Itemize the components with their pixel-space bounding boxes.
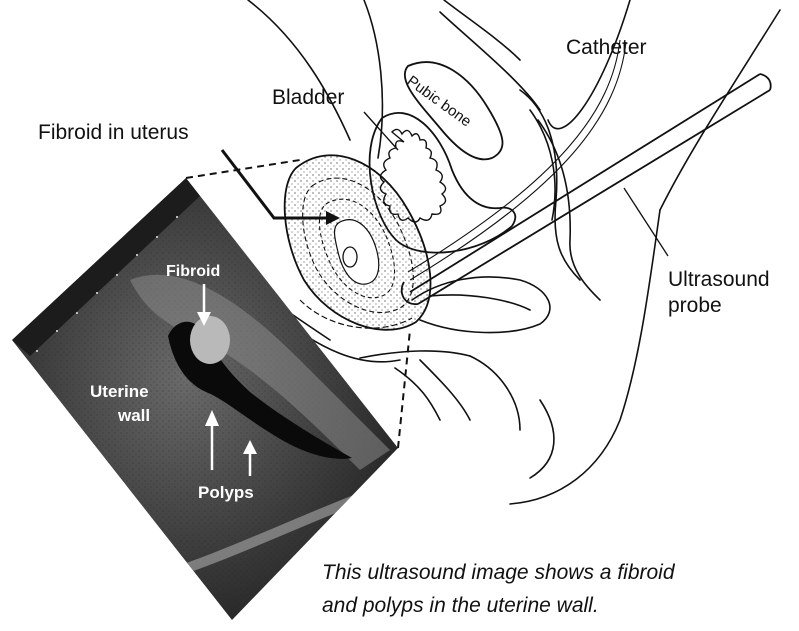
caption: This ultrasound image shows a fibroid an…	[322, 556, 792, 622]
ultrasound-probe-label-2: probe	[668, 294, 722, 317]
ultrasound-probe-label-1: Ultrasound	[668, 268, 770, 291]
pubic-bone-label: Pubic bone	[404, 72, 475, 130]
fibroid-in-uterus-label: Fibroid in uterus	[38, 121, 189, 144]
caption-line-1: This ultrasound image shows a fibroid	[322, 556, 792, 589]
ultrasound-uterine-wall-label-2: wall	[117, 406, 150, 425]
ultrasound-uterine-wall-label-1: Uterine	[90, 382, 149, 401]
ultrasound-fibroid-label: Fibroid	[166, 263, 220, 280]
ultrasound-polyps-label: Polyps	[198, 483, 254, 502]
zoom-line-bottom	[398, 330, 410, 448]
fibroid-in-uterus-shape	[343, 247, 357, 267]
catheter-label: Catheter	[566, 36, 647, 59]
ultrasound-probe-pointer	[624, 188, 668, 256]
bladder-label: Bladder	[272, 86, 344, 109]
caption-line-2: and polyps in the uterine wall.	[322, 589, 792, 622]
